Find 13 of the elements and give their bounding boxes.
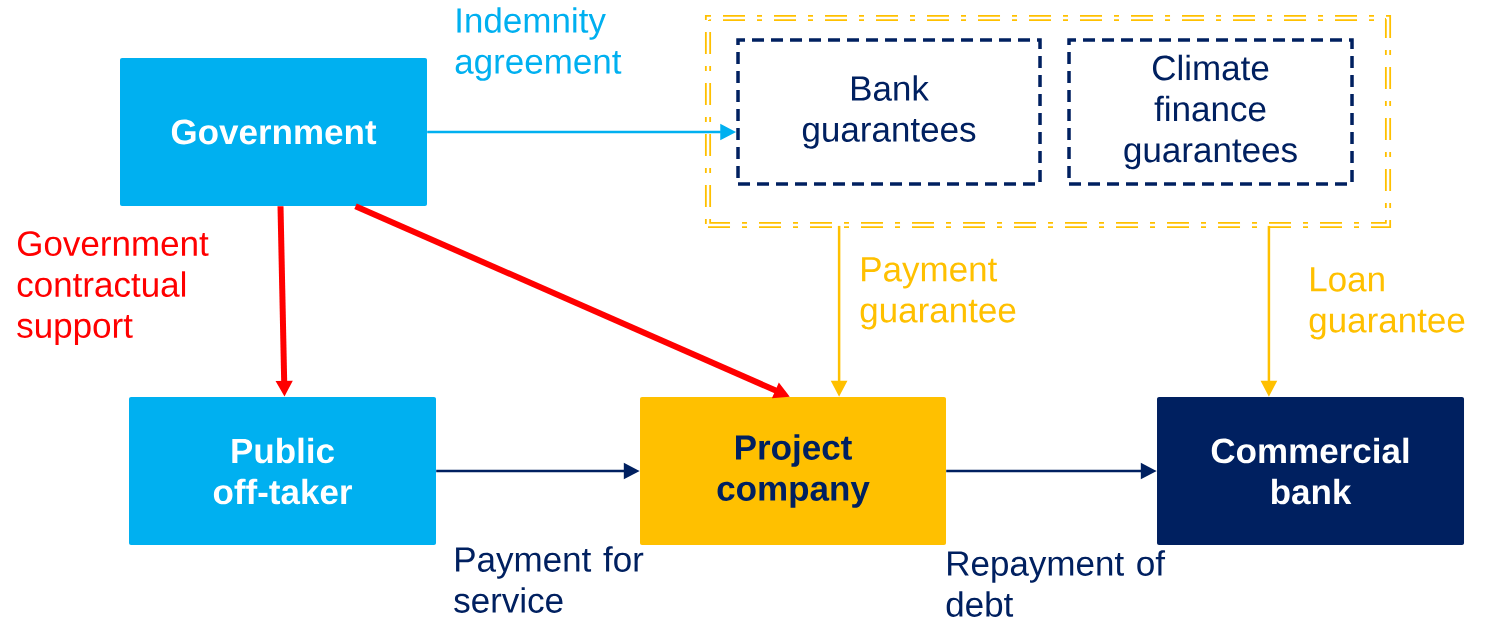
edge-label: Payment guarantee xyxy=(860,257,1016,330)
process-box: Project company xyxy=(640,397,946,545)
edge-label: Government contractual support xyxy=(17,231,209,345)
process-box: Public off-taker xyxy=(129,397,436,545)
edge-label: Indemnity agreement xyxy=(455,7,622,81)
group-box xyxy=(704,14,1392,229)
guarantee-box: Bank guarantees xyxy=(736,38,1042,186)
edge-label: Repayment of debt xyxy=(946,550,1166,617)
edge-label: Payment for service xyxy=(454,546,644,613)
edge-label: Loan guarantee xyxy=(1309,267,1465,340)
process-box: Government xyxy=(120,58,427,206)
process-box: Commercial bank xyxy=(1157,397,1464,545)
guarantee-box: Climate finance guarantees xyxy=(1067,38,1354,186)
